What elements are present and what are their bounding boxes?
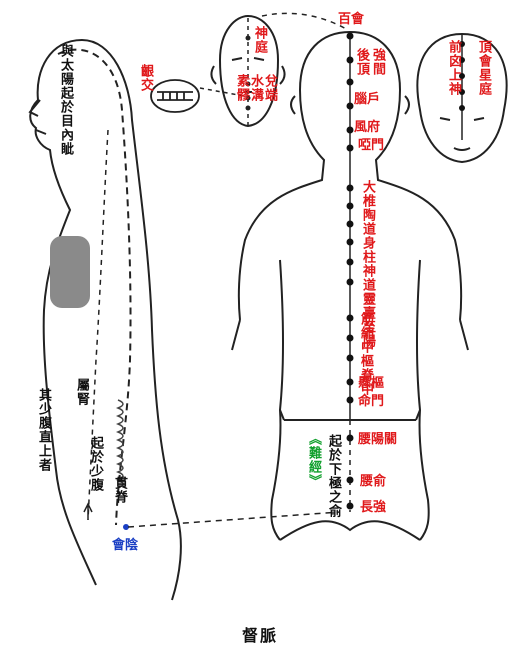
label-houding: 後頂 bbox=[354, 48, 369, 76]
connector-top bbox=[261, 12, 349, 31]
top-head-figure bbox=[416, 32, 508, 164]
label-shuigou: 水溝 bbox=[248, 74, 263, 102]
side-meridian-line bbox=[57, 48, 132, 526]
label-baihui: 百會 bbox=[338, 12, 365, 27]
arrow-up bbox=[83, 502, 93, 520]
label-lower-extreme-origin: 起於下極之俞 bbox=[326, 434, 341, 518]
label-dazhui-column: 大椎陶道身柱神道靈臺至陽 bbox=[360, 180, 375, 348]
back-figure bbox=[231, 30, 469, 541]
label-origin-lower-abdomen: 起於少腹 bbox=[88, 436, 103, 492]
label-kidney: 屬腎 bbox=[74, 378, 89, 406]
organ-shading bbox=[50, 236, 90, 308]
label-suliao: 素髎 bbox=[234, 74, 249, 102]
label-nanjing-source: 《難經》 bbox=[306, 432, 321, 488]
connector-huiyin bbox=[127, 511, 341, 528]
mouth-inset bbox=[150, 79, 200, 113]
label-qiangjian: 強間 bbox=[370, 48, 385, 76]
label-top-col-left: 前囟上神 bbox=[446, 40, 461, 96]
label-naohu: 腦戶 bbox=[354, 92, 381, 107]
label-fengfu: 風府 bbox=[354, 120, 381, 135]
label-yaoshu: 腰俞 bbox=[360, 474, 387, 489]
label-jinsuo-column: 筋縮中樞脊中 bbox=[358, 312, 373, 396]
label-taiyang-origin: 與太陽起於目內眦 bbox=[58, 44, 73, 156]
side-inner-line bbox=[87, 129, 109, 521]
label-mingmen: 命門 bbox=[358, 394, 385, 409]
side-figure bbox=[28, 39, 182, 601]
label-duiduan: 兌端 bbox=[262, 74, 277, 102]
label-yinjiao: 齦交 bbox=[138, 64, 153, 92]
label-yamen: 啞門 bbox=[358, 138, 385, 153]
label-xuanshu: 懸樞 bbox=[358, 376, 385, 391]
label-shenting: 神庭 bbox=[252, 26, 267, 54]
huiyin-point bbox=[123, 524, 129, 530]
figure-caption: 督脈 bbox=[241, 626, 278, 645]
label-huiyin: 會陰 bbox=[112, 538, 139, 553]
top-head-points bbox=[459, 41, 465, 111]
back-acupoints bbox=[346, 32, 354, 510]
label-changqiang: 長強 bbox=[360, 500, 387, 515]
face-figure bbox=[210, 14, 286, 128]
label-top-col-right: 頂會星庭 bbox=[476, 40, 491, 96]
spine-column bbox=[115, 399, 124, 489]
label-through-spine: 貫脊 bbox=[112, 476, 127, 504]
label-lower-abdomen-ascend: 其少腹直上者 bbox=[36, 388, 51, 472]
face-points bbox=[245, 35, 251, 111]
label-yangguan: 腰陽關 bbox=[358, 432, 398, 447]
